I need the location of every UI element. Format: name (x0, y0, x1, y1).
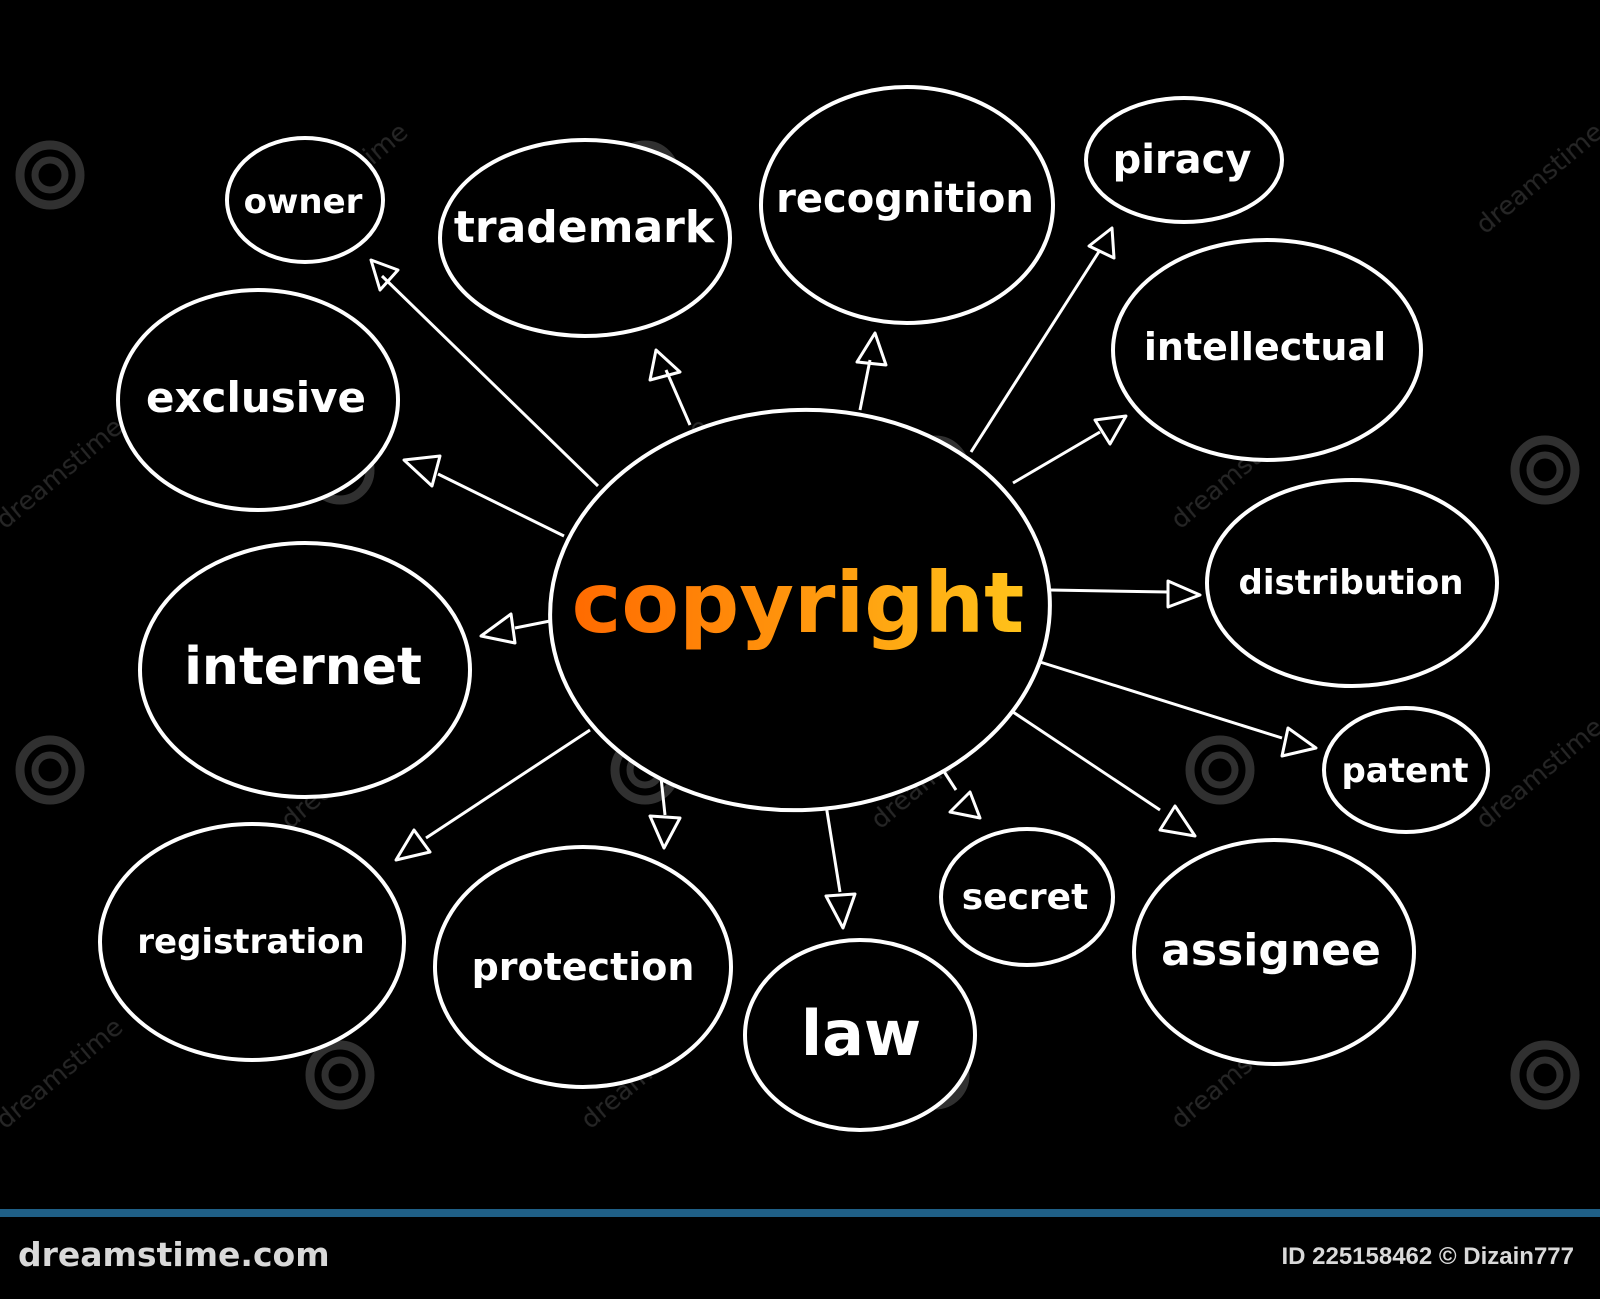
footer-accent-strip (0, 1209, 1600, 1217)
node-label: intellectual (1144, 325, 1386, 369)
node-ellipse (1111, 238, 1423, 462)
node-internet: internet (138, 541, 472, 799)
connector-piracy (969, 249, 1102, 453)
footer-bar: dreamstime.com ID 225158462 © Dizain777 (0, 1209, 1600, 1299)
arrowhead-recognition (855, 331, 888, 367)
node-exclusive: exclusive (116, 288, 400, 512)
node-ellipse (1322, 706, 1490, 834)
node-ellipse (138, 541, 472, 799)
node-registration: registration (98, 822, 406, 1062)
node-law: law (743, 938, 977, 1132)
node-label: patent (1341, 751, 1468, 791)
arrowhead-assignee (1158, 804, 1197, 838)
node-ellipse (433, 845, 733, 1089)
node-ellipse (225, 136, 385, 264)
connector-assignee (1009, 708, 1161, 812)
node-ellipse (759, 85, 1055, 325)
arrowhead-trademark (648, 348, 682, 382)
watermark-text: dreamstime (1470, 117, 1600, 240)
node-ellipse (743, 938, 977, 1132)
arrowhead-patent (1280, 726, 1318, 758)
center-ellipse (548, 407, 1052, 813)
node-ellipse (1084, 96, 1284, 224)
node-label: recognition (776, 176, 1034, 222)
node-intellectual: intellectual (1111, 238, 1423, 462)
node-protection: protection (433, 845, 733, 1089)
center-label: copyright (572, 554, 1025, 652)
node-ellipse (939, 827, 1115, 967)
connector-secret (941, 769, 958, 791)
node-label: secret (962, 877, 1089, 918)
connector-trademark (664, 369, 692, 426)
connectors (369, 226, 1318, 930)
node-ellipse (1205, 478, 1499, 688)
arrowhead-owner (369, 258, 400, 292)
node-label: trademark (454, 202, 716, 253)
watermark-text: dreamstime (0, 412, 129, 535)
connector-owner (380, 274, 600, 488)
watermark-spiral-icon (305, 1040, 375, 1110)
footer-image-id: ID 225158462 © Dizain777 (1281, 1243, 1574, 1270)
node-label: assignee (1161, 925, 1381, 976)
watermark-spiral-icon (1185, 735, 1255, 805)
node-owner: owner (225, 136, 385, 264)
connector-intellectual (1012, 430, 1101, 485)
connector-distribution (1049, 588, 1169, 594)
node-label: protection (472, 945, 695, 989)
connector-registration (425, 728, 591, 840)
node-label: exclusive (146, 373, 366, 422)
connector-recognition (858, 359, 872, 411)
arrowhead-internet (479, 612, 517, 645)
arrowhead-secret (948, 790, 982, 820)
node-ellipse (98, 822, 406, 1062)
arrowhead-distribution (1166, 579, 1202, 609)
watermark-spiral-icon (15, 140, 85, 210)
arrowhead-protection (648, 814, 682, 850)
node-secret: secret (939, 827, 1115, 967)
connector-law (824, 804, 842, 893)
watermark-spiral-icon (1510, 1040, 1580, 1110)
node-recognition: recognition (759, 85, 1055, 325)
node-label: internet (184, 637, 422, 697)
arrowhead-registration (394, 828, 432, 862)
node-distribution: distribution (1205, 478, 1499, 688)
node-trademark: trademark (438, 138, 732, 338)
center-node: copyright (548, 407, 1052, 813)
watermark-text: dreamstime (0, 1012, 129, 1135)
node-piracy: piracy (1084, 96, 1284, 224)
node-patent: patent (1322, 706, 1490, 834)
arrowhead-piracy (1087, 226, 1116, 260)
mind-map: dreamstime dreamstime dreamstime dreamst… (0, 85, 1600, 1135)
node-label: registration (137, 922, 365, 962)
node-label: piracy (1113, 137, 1252, 183)
node-ellipse (116, 288, 400, 512)
connector-exclusive (437, 472, 565, 538)
node-label: distribution (1239, 563, 1464, 603)
connector-patent (1039, 660, 1283, 740)
node-label: law (801, 997, 921, 1070)
node-ellipse (438, 138, 732, 338)
watermark-spiral-icon (15, 735, 85, 805)
arrowhead-intellectual (1093, 414, 1128, 446)
watermark-spiral-icon (1510, 435, 1580, 505)
node-assignee: assignee (1132, 838, 1416, 1066)
node-label: owner (244, 182, 363, 222)
arrowhead-exclusive (402, 454, 442, 488)
node-ellipse (1132, 838, 1416, 1066)
footer-site-name: dreamstime.com (18, 1235, 330, 1274)
arrowhead-law (824, 892, 857, 930)
